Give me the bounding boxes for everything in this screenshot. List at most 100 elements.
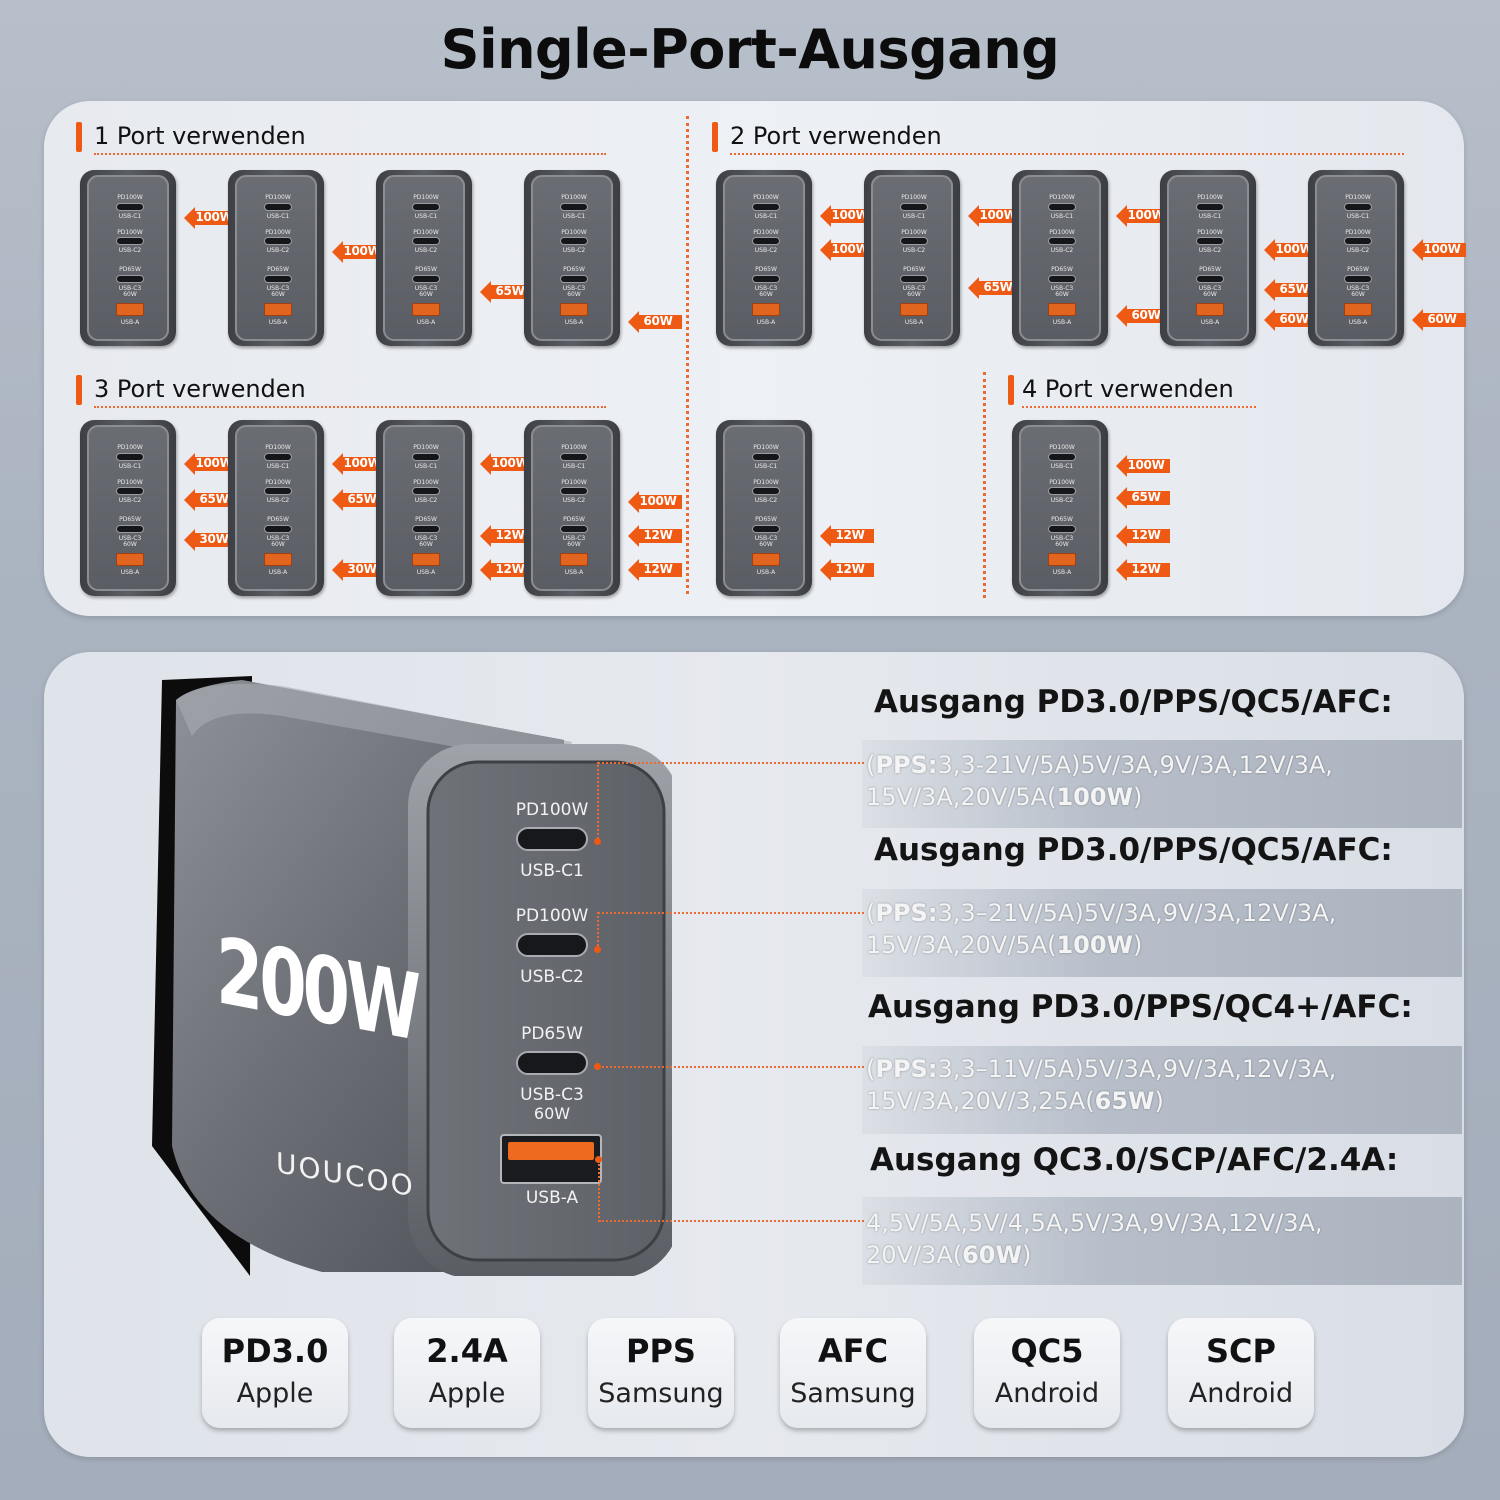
arrow-left-icon <box>968 277 1022 299</box>
mini-label: USB-C3 <box>1198 285 1222 292</box>
spec-line-c3-2: 15V/3A,20V/3,25A(65W) <box>866 1087 1164 1115</box>
mini-usb-c1-port <box>412 203 440 211</box>
mini-label: PD100W <box>117 444 143 451</box>
mini-usb-c3-port <box>264 275 292 283</box>
wattage-arrow: 100W <box>332 241 386 263</box>
mini-usb-c3-port <box>412 275 440 283</box>
protocol-name: QC5 <box>1010 1332 1084 1370</box>
arrow-left-icon <box>480 281 534 303</box>
protocol-name: AFC <box>817 1332 889 1370</box>
wattage-label: 60W <box>1279 312 1309 326</box>
wattage-label: 12W <box>835 562 865 576</box>
mini-usb-c1-port <box>264 203 292 211</box>
wattage-arrow: 100W <box>1412 239 1466 261</box>
mini-usb-a-port <box>1196 303 1224 316</box>
mini-label: USB-C1 <box>754 213 778 220</box>
section-underline <box>94 153 606 155</box>
mini-label: USB-A <box>416 319 436 326</box>
mini-usb-c1-port <box>560 453 588 461</box>
mini-label: USB-C1 <box>266 463 290 470</box>
wattage-label: 100W <box>195 210 233 224</box>
wattage-arrow: 12W <box>480 525 534 547</box>
protocol-badge-24a: 2.4A Apple <box>394 1318 540 1428</box>
mini-label: PD65W <box>755 516 777 523</box>
mini-label: PD100W <box>413 479 439 486</box>
mini-label: PD100W <box>561 229 587 236</box>
section-divider <box>686 116 689 594</box>
wattage-label: 12W <box>835 528 865 542</box>
wattage-label: 65W <box>1279 282 1309 296</box>
spec-line-c1-1: (PPS:3,3-21V/5A)5V/3A,9V/3A,12V/3A, <box>866 751 1333 779</box>
protocol-badge-pps: PPS Samsung <box>588 1318 734 1428</box>
mini-usb-c3-port <box>752 275 780 283</box>
mini-label: 60W <box>1055 291 1069 298</box>
spec-line-c1-2: 15V/3A,20V/5A(100W) <box>866 783 1143 811</box>
mini-usb-a-port <box>752 553 780 566</box>
mini-label: USB-A <box>564 569 584 576</box>
wattage-arrow: 100W <box>820 239 874 261</box>
mini-label: USB-C2 <box>1346 247 1370 254</box>
wattage-arrow: 60W <box>628 311 682 333</box>
mini-usb-c1-port <box>560 203 588 211</box>
mini-usb-c2-port <box>412 237 440 245</box>
wattage-label: 100W <box>343 456 381 470</box>
usb-c2-port <box>516 933 588 957</box>
protocol-brand: Samsung <box>790 1378 916 1409</box>
usb-c1-port <box>516 827 588 851</box>
wattage-label: 100W <box>1423 242 1461 256</box>
mini-label: USB-C2 <box>414 247 438 254</box>
mini-label: 60W <box>1203 291 1217 298</box>
mini-usb-a-port <box>116 553 144 566</box>
page-title: Single-Port-Ausgang <box>440 18 1060 81</box>
wattage-label: 60W <box>1427 312 1457 326</box>
mini-label: USB-C3 <box>1050 285 1074 292</box>
arrow-left-icon <box>1412 309 1466 331</box>
wattage-label: 100W <box>831 242 869 256</box>
mini-usb-c3-port <box>412 525 440 533</box>
mini-label: USB-A <box>756 319 776 326</box>
mini-label: 60W <box>907 291 921 298</box>
arrow-left-icon <box>820 559 874 581</box>
mini-label: PD100W <box>1049 444 1075 451</box>
protocol-brand: Apple <box>428 1378 506 1409</box>
arrow-left-icon <box>628 491 682 513</box>
wattage-label: 12W <box>643 562 673 576</box>
mini-label: USB-C3 <box>754 535 778 542</box>
wattage-arrow: 12W <box>820 525 874 547</box>
wattage-arrow: 60W <box>1264 309 1318 331</box>
mini-label: PD100W <box>265 479 291 486</box>
leader-line <box>598 912 864 914</box>
wattage-arrow: 30W <box>332 559 386 581</box>
wattage-arrow: 100W <box>820 205 874 227</box>
wattage-label: 100W <box>979 208 1017 222</box>
wattage-label: 100W <box>491 456 529 470</box>
mini-label: PD100W <box>561 444 587 451</box>
leader-dot <box>594 946 601 953</box>
spec-heading-a: Ausgang QC3.0/SCP/AFC/2.4A: <box>870 1142 1399 1178</box>
mini-usb-c2-port <box>560 237 588 245</box>
mini-label: USB-A <box>904 319 924 326</box>
leader-line <box>598 1160 600 1222</box>
section-marker <box>712 122 718 152</box>
mini-label: PD65W <box>119 266 141 273</box>
spec-line-c2-2: 15V/3A,20V/5A(100W) <box>866 931 1143 959</box>
protocol-name: PPS <box>626 1332 696 1370</box>
mini-usb-c1-port <box>412 453 440 461</box>
mini-usb-c3-port <box>560 275 588 283</box>
mini-usb-a-port <box>264 303 292 316</box>
mini-label: USB-A <box>1200 319 1220 326</box>
protocol-name: 2.4A <box>426 1332 508 1370</box>
mini-usb-a-port <box>1344 303 1372 316</box>
wattage-label: 100W <box>195 456 233 470</box>
mini-label: USB-C1 <box>118 463 142 470</box>
mini-label: PD100W <box>561 479 587 486</box>
mini-label: PD100W <box>753 194 779 201</box>
mini-label: USB-A <box>268 319 288 326</box>
mini-usb-c3-port <box>900 275 928 283</box>
